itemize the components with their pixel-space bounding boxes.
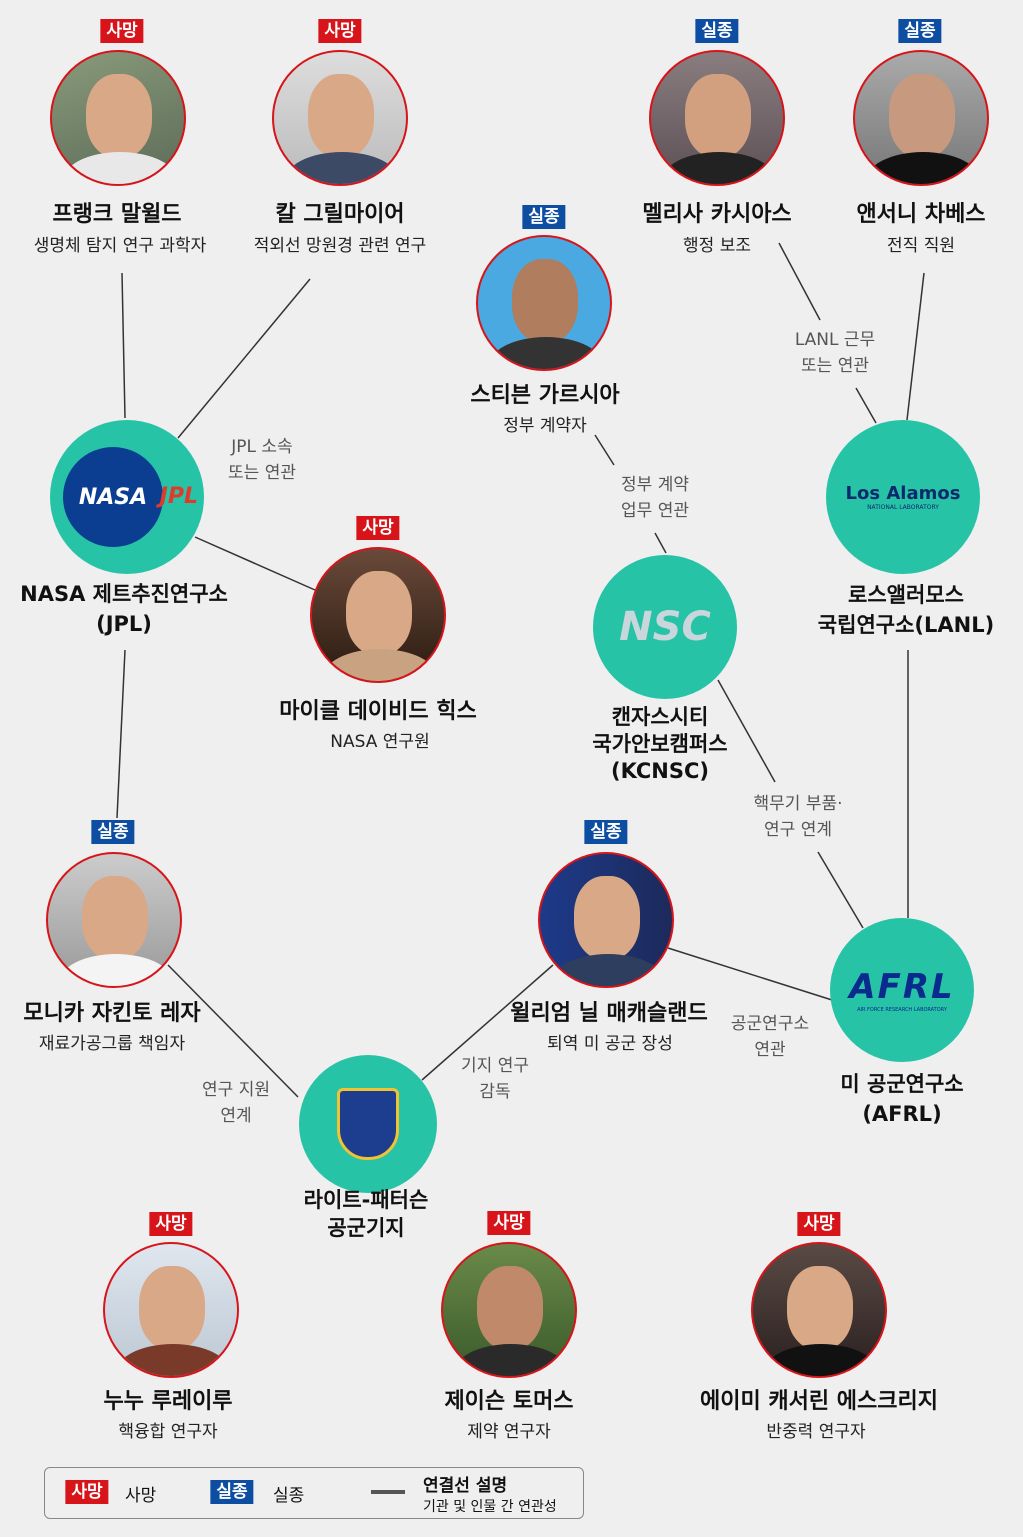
legend-missing-badge: 실종 bbox=[210, 1480, 254, 1504]
connection-line bbox=[177, 278, 311, 439]
connection-line bbox=[817, 851, 864, 929]
status-badge: 사망 bbox=[100, 19, 144, 43]
person-photo bbox=[50, 50, 186, 186]
person-role: 적외선 망원경 관련 연구 bbox=[253, 236, 427, 256]
connection-line bbox=[778, 242, 821, 321]
person-role: 생명체 탐지 연구 과학자 bbox=[33, 236, 207, 256]
person-name: 에이미 캐서린 에스크리지 bbox=[700, 1389, 938, 1414]
person-role: 재료가공그룹 책임자 bbox=[38, 1034, 186, 1054]
connection-line bbox=[667, 947, 833, 1001]
person-role: 행정 보조 bbox=[683, 236, 751, 256]
status-badge: 사망 bbox=[318, 19, 362, 43]
person-name: 멜리사 카시아스 bbox=[642, 202, 792, 227]
org-jpl-logo: NASA JPL bbox=[50, 420, 204, 574]
legend-dead-badge: 사망 bbox=[65, 1480, 109, 1504]
person-name: 윌리엄 닐 매캐슬랜드 bbox=[510, 1001, 708, 1026]
person-name: 마이클 데이비드 힉스 bbox=[279, 699, 477, 724]
person-name: 모니카 자킨토 레자 bbox=[23, 1001, 201, 1026]
connection-line bbox=[121, 272, 126, 419]
status-badge: 사망 bbox=[356, 516, 400, 540]
connection-line bbox=[167, 964, 299, 1098]
status-badge: 사망 bbox=[797, 1212, 841, 1236]
person-name: 칼 그릴마이어 bbox=[275, 202, 405, 227]
shield-icon bbox=[337, 1088, 399, 1160]
person-photo bbox=[476, 235, 612, 371]
status-badge: 사망 bbox=[487, 1211, 531, 1235]
person-photo bbox=[272, 50, 408, 186]
person-photo bbox=[310, 547, 446, 683]
org-lanl-logo: Los Alamos NATIONAL LABORATORY bbox=[826, 420, 980, 574]
legend-dead-label: 사망 bbox=[125, 1486, 157, 1506]
person-photo bbox=[441, 1242, 577, 1378]
status-badge: 사망 bbox=[149, 1212, 193, 1236]
person-name: 앤서니 차베스 bbox=[856, 202, 986, 227]
person-name: 스티븐 가르시아 bbox=[470, 383, 620, 408]
person-role: 제약 연구자 bbox=[467, 1422, 551, 1442]
person-name: 제이슨 토머스 bbox=[444, 1389, 574, 1414]
org-jpl-label: NASA 제트추진연구소(JPL) bbox=[20, 582, 228, 636]
status-badge: 실종 bbox=[91, 820, 135, 844]
person-photo bbox=[538, 852, 674, 988]
edge-label-nuke: 핵무기 부품·연구 연계 bbox=[753, 794, 843, 840]
org-afrl-logo: AFRL AIR FORCE RESEARCH LABORATORY bbox=[830, 918, 974, 1062]
status-badge: 실종 bbox=[584, 820, 628, 844]
org-kcnsc-logo: NSC bbox=[593, 555, 737, 699]
person-name: 프랭크 말윌드 bbox=[52, 202, 182, 227]
legend-missing-label: 실종 bbox=[273, 1486, 305, 1506]
person-photo bbox=[751, 1242, 887, 1378]
person-photo bbox=[46, 852, 182, 988]
legend-line-icon bbox=[371, 1490, 405, 1494]
connection-line bbox=[855, 387, 877, 424]
connection-line bbox=[654, 532, 667, 554]
connection-line bbox=[594, 434, 615, 466]
person-role: 핵융합 연구자 bbox=[118, 1422, 218, 1442]
person-photo bbox=[853, 50, 989, 186]
connection-line bbox=[421, 964, 554, 1081]
person-role: 퇴역 미 공군 장성 bbox=[547, 1034, 673, 1054]
legend: 사망 사망 실종 실종 연결선 설명 기관 및 인물 간 연관성 bbox=[44, 1467, 584, 1519]
connection-line bbox=[717, 679, 776, 783]
connection-line bbox=[116, 649, 126, 819]
connection-line bbox=[906, 272, 925, 421]
connection-line bbox=[194, 536, 316, 591]
org-afrl-label: 미 공군연구소(AFRL) bbox=[840, 1072, 964, 1126]
person-name: 누누 루레이루 bbox=[103, 1389, 233, 1414]
person-photo bbox=[649, 50, 785, 186]
person-role: NASA 연구원 bbox=[330, 732, 430, 752]
status-badge: 실종 bbox=[898, 19, 942, 43]
person-role: 반중력 연구자 bbox=[766, 1422, 866, 1442]
person-photo bbox=[103, 1242, 239, 1378]
legend-line-title: 연결선 설명 bbox=[423, 1476, 508, 1496]
person-role: 정부 계약자 bbox=[503, 416, 587, 436]
status-badge: 실종 bbox=[695, 19, 739, 43]
org-wpafb-logo bbox=[299, 1055, 437, 1193]
status-badge: 실종 bbox=[522, 205, 566, 229]
legend-line-desc: 기관 및 인물 간 연관성 bbox=[423, 1499, 557, 1515]
person-role: 전직 직원 bbox=[887, 236, 955, 256]
